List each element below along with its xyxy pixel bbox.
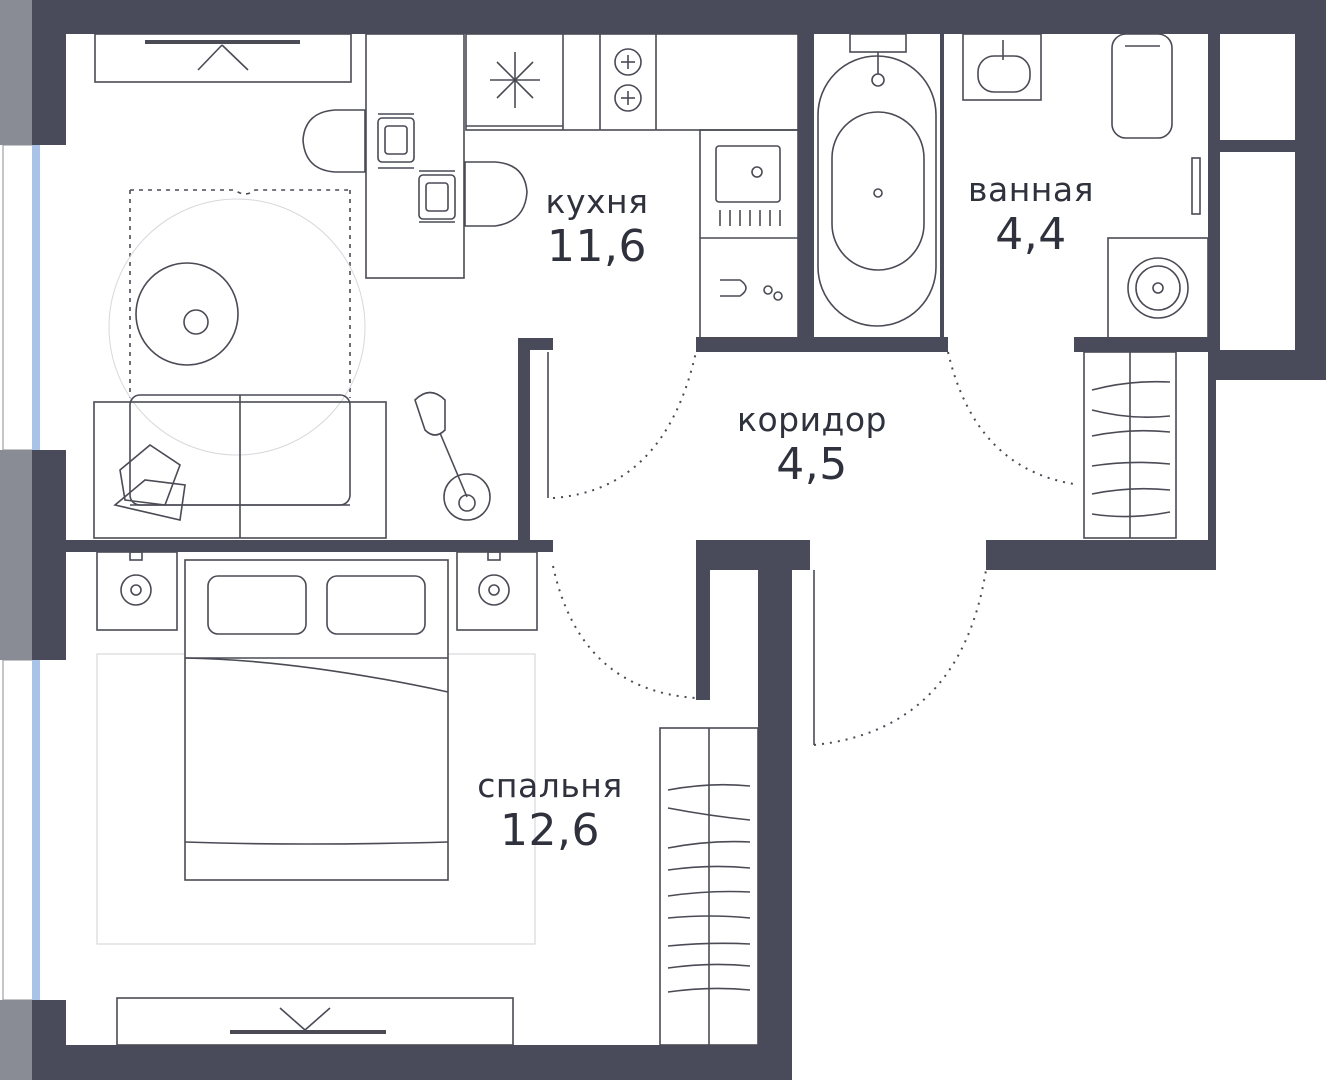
nightstand-left — [96, 551, 178, 631]
washing-machine — [1107, 237, 1209, 339]
kitchen-counter — [465, 33, 799, 339]
window-upper — [2, 144, 36, 451]
room-area-bathroom: 4,4 — [995, 209, 1067, 260]
room-name-bedroom: спальня — [477, 766, 623, 805]
nightstand-right — [456, 551, 538, 631]
room-name-kitchen: кухня — [545, 182, 649, 221]
room-bedroom: спальня 12,6 — [477, 766, 622, 856]
tv-top — [94, 33, 352, 83]
room-name-bathroom: ванная — [968, 170, 1094, 209]
snowflake-icon — [490, 52, 540, 108]
floor-lamp — [414, 391, 491, 521]
windows — [0, 0, 40, 1080]
room-area-kitchen: 11,6 — [547, 221, 647, 272]
room-area-bedroom: 12,6 — [500, 805, 600, 856]
bed — [184, 559, 449, 881]
room-corridor: коридор 4,5 — [737, 400, 887, 490]
furniture — [93, 33, 1209, 1046]
wardrobe-corridor — [1083, 351, 1177, 539]
sofa — [93, 394, 387, 539]
room-kitchen: кухня 11,6 — [546, 182, 649, 272]
door-swings — [552, 351, 1075, 746]
room-name-corridor: коридор — [737, 400, 887, 439]
room-area-corridor: 4,5 — [776, 439, 848, 490]
wardrobe-bedroom — [659, 727, 759, 1046]
window-lower — [2, 659, 36, 1001]
rug-and-table — [108, 189, 366, 456]
bathtub — [817, 33, 937, 327]
room-bathroom: ванная 4,4 — [968, 170, 1094, 260]
walls — [32, 0, 1326, 1080]
tv-bottom — [116, 997, 514, 1046]
sink — [962, 33, 1042, 101]
toilet — [1111, 33, 1201, 215]
dining-table — [302, 33, 528, 279]
